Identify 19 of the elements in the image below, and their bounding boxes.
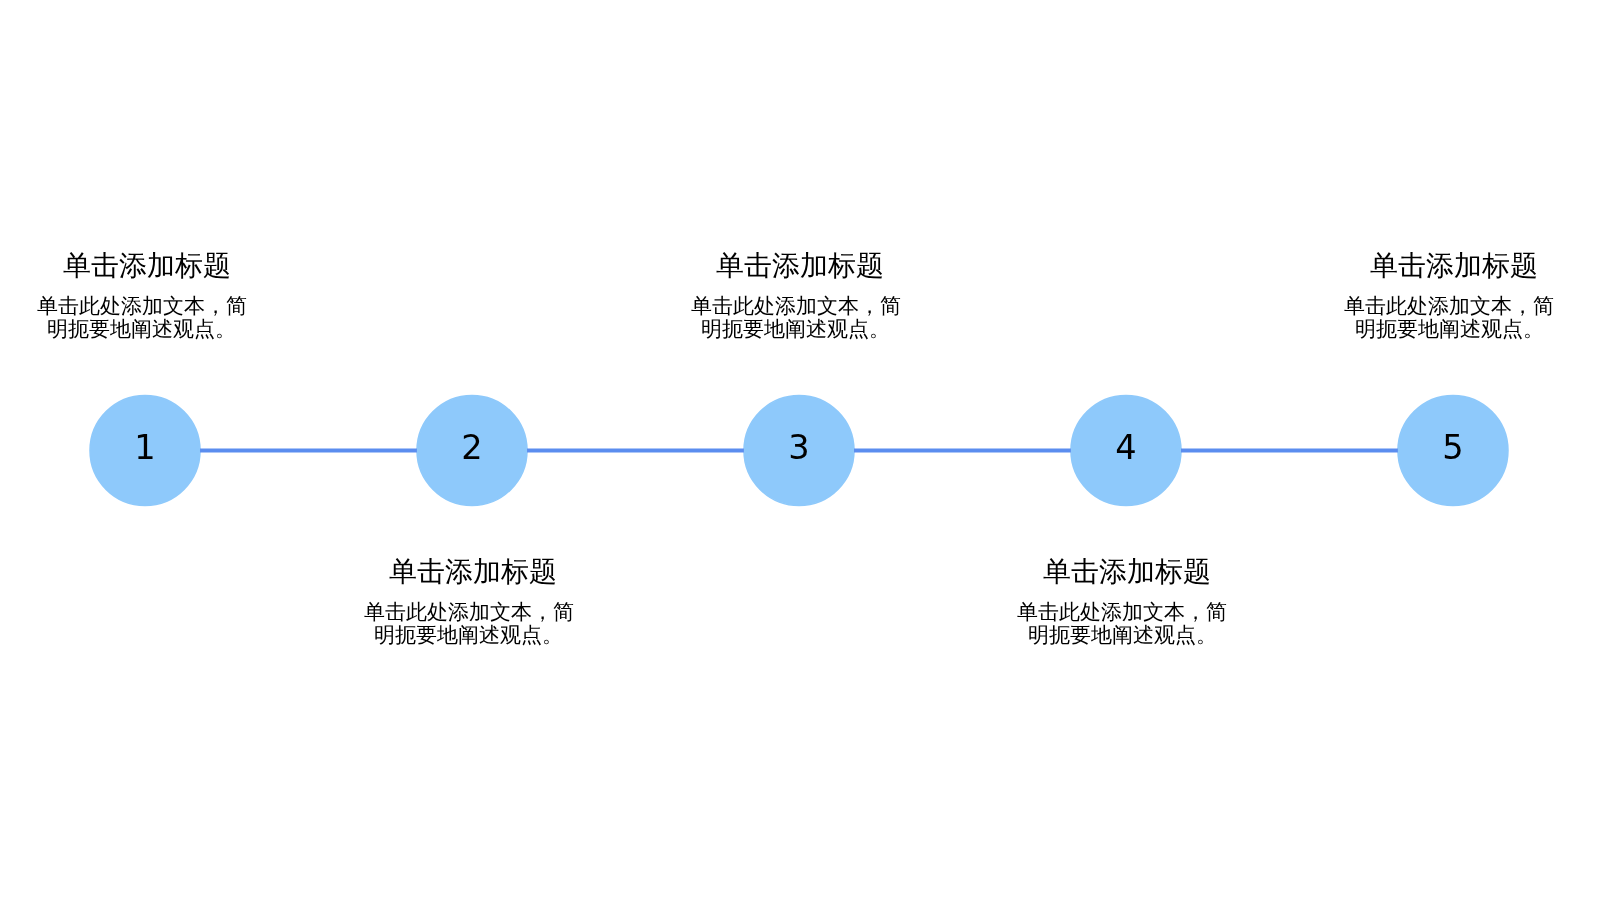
node-label: 单击此处添加文本，简明扼要地阐述观点。 <box>1344 292 1555 341</box>
node-circle: 2 <box>416 394 528 506</box>
node-circle: 5 <box>1397 394 1509 506</box>
node-label: 单击添加标题 <box>62 248 231 281</box>
node-label: 单击此处添加文本，简明扼要地阐述观点。 <box>690 292 901 341</box>
node-label: 单击添加标题 <box>1370 248 1539 281</box>
connector <box>1181 448 1398 452</box>
node-label: 单击此处添加文本，简明扼要地阐述观点。 <box>1017 598 1228 647</box>
node-circle: 4 <box>1070 394 1182 506</box>
node-label: 单击此处添加文本，简明扼要地阐述观点。 <box>36 292 247 341</box>
node-label: 单击添加标题 <box>1043 554 1212 587</box>
node-circle: 1 <box>89 394 201 506</box>
connector <box>200 448 417 452</box>
connector <box>854 448 1071 452</box>
connector <box>527 448 744 452</box>
node-label: 单击此处添加文本，简明扼要地阐述观点。 <box>363 598 574 647</box>
node-circle: 3 <box>743 394 855 506</box>
node-label: 单击添加标题 <box>389 554 558 587</box>
node-label: 单击添加标题 <box>716 248 885 281</box>
